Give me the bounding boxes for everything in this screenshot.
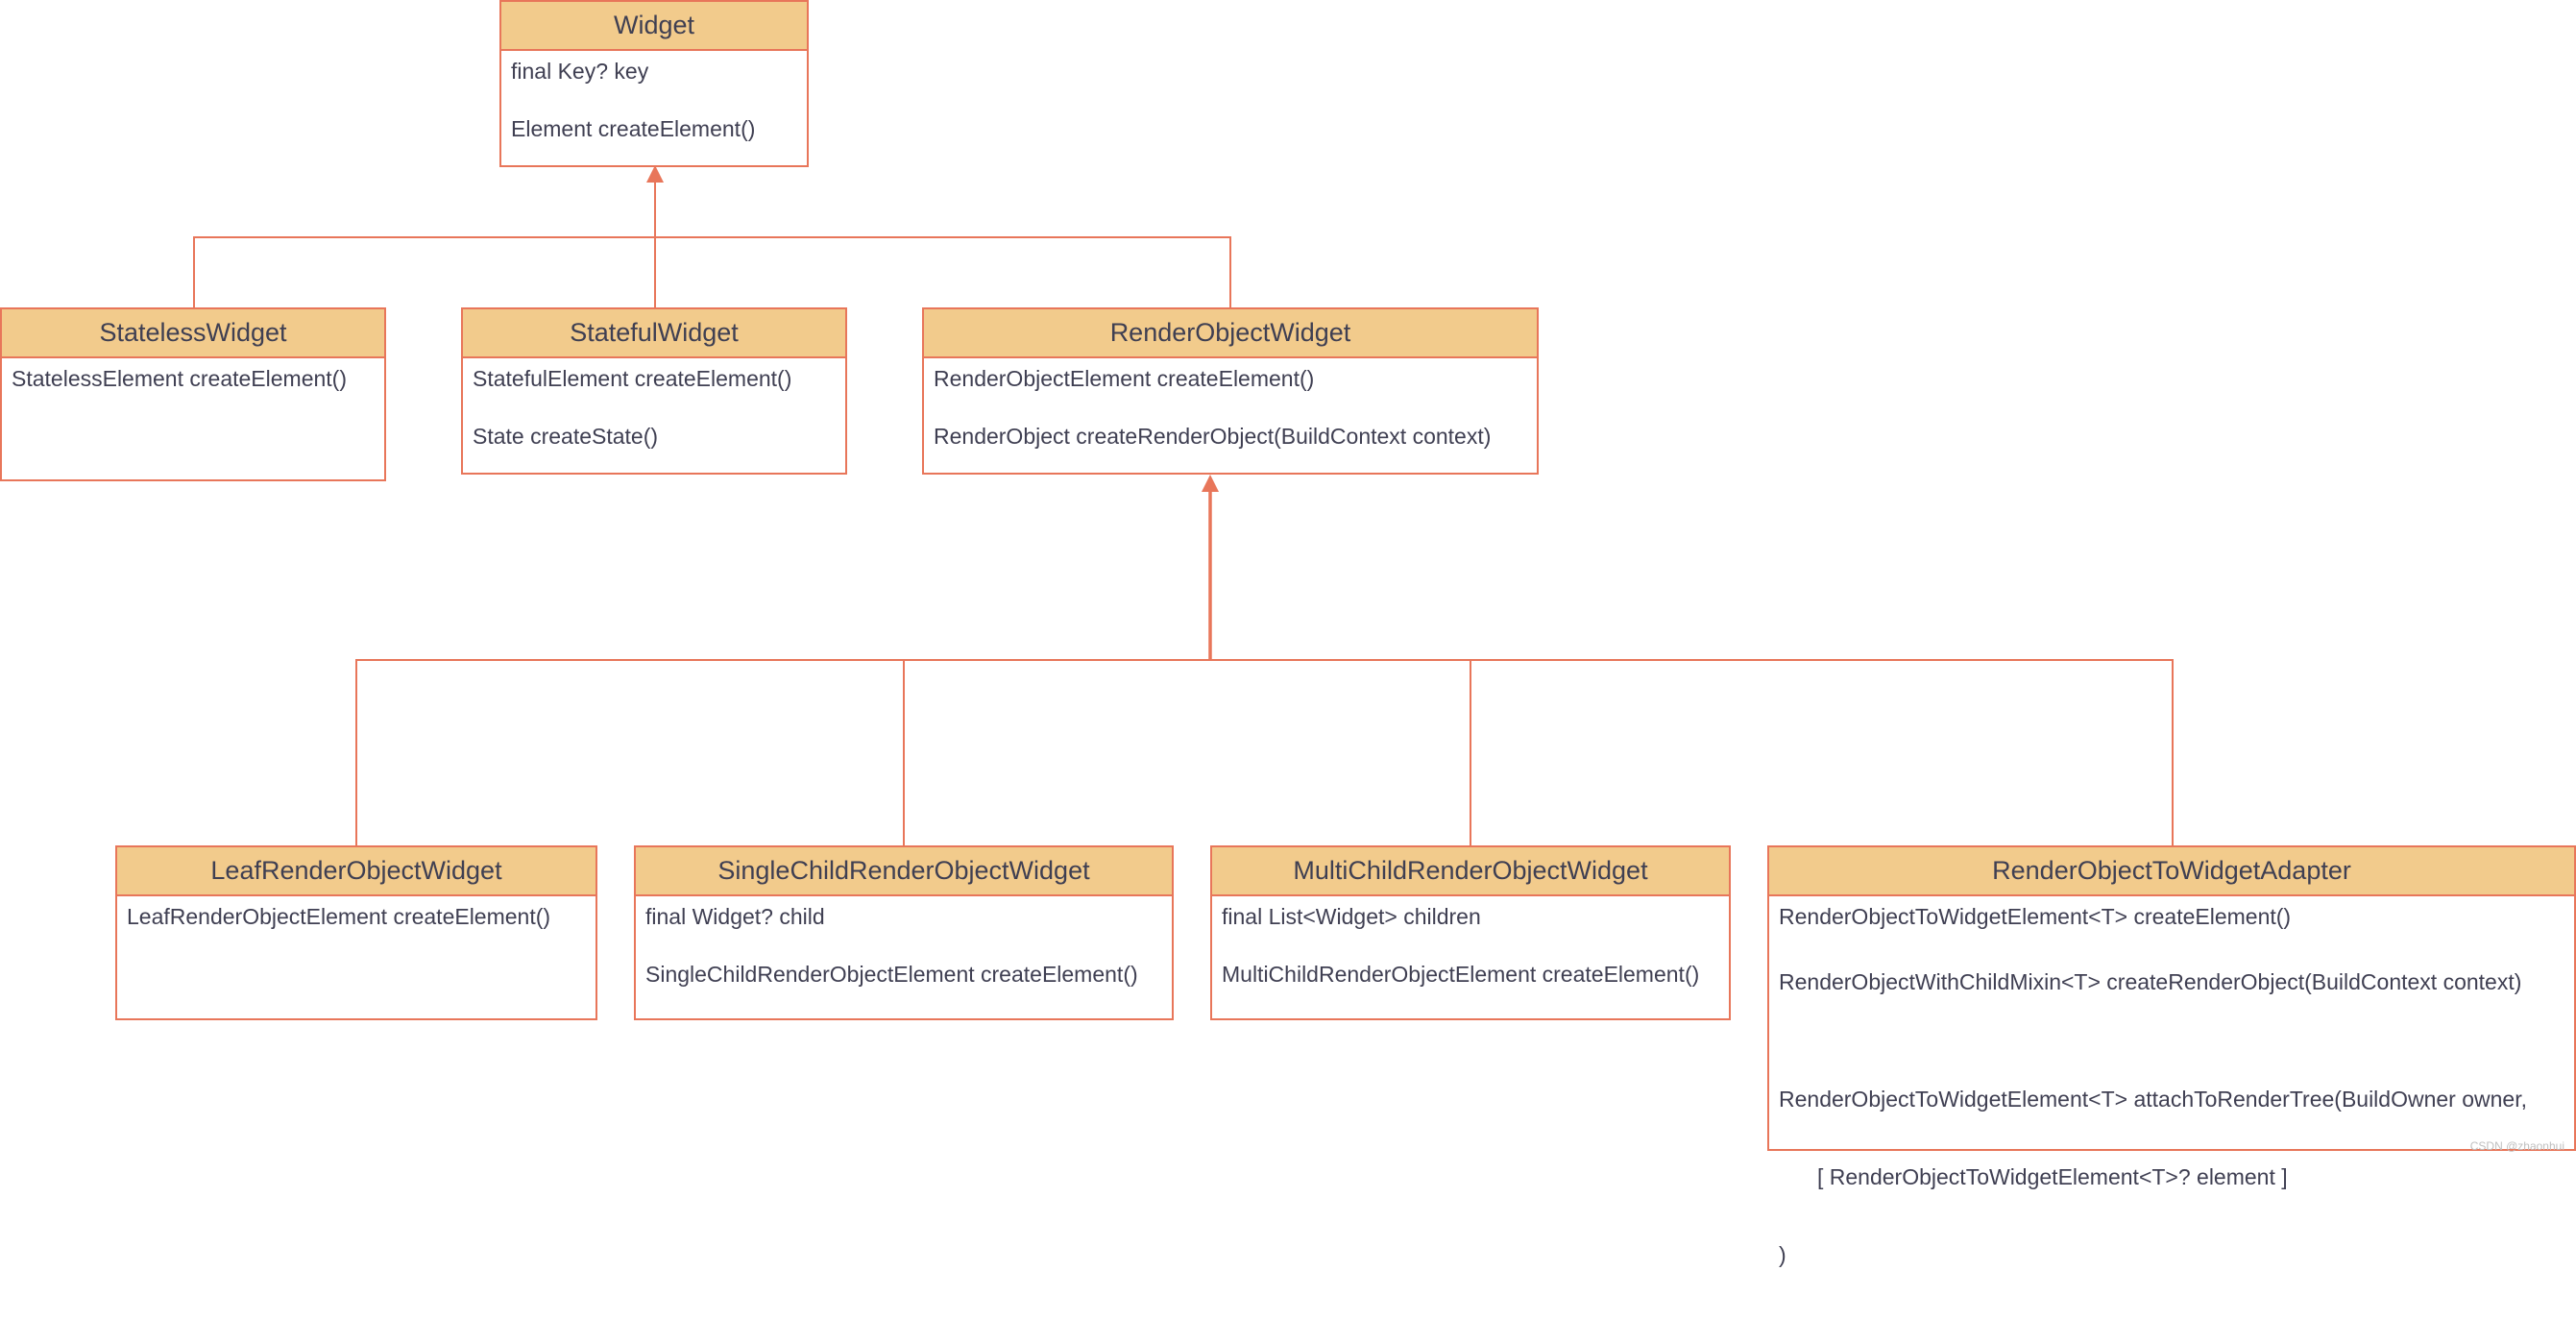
watermark: CSDN @zhaonhui [2469,1139,2564,1153]
inheritance-connectors [193,165,2174,847]
class-stateless-widget: StatelessWidget StatelessElement createE… [0,307,386,481]
class-name: MultiChildRenderObjectWidget [1212,847,1729,896]
arrowhead-renderobject [1202,475,1219,492]
class-multi-child-render-object-widget: MultiChildRenderObjectWidget final List<… [1210,845,1731,1020]
connector-leaf [355,659,1210,847]
class-render-object-widget: RenderObjectWidget RenderObjectElement c… [922,307,1539,475]
class-member: LeafRenderObjectElement createElement() [127,904,551,929]
class-name: StatelessWidget [2,309,384,358]
class-member: StatelessElement createElement() [12,366,347,391]
class-member: RenderObject createRenderObject(BuildCon… [934,424,1492,449]
class-name: Widget [501,2,807,51]
class-single-child-render-object-widget: SingleChildRenderObjectWidget final Widg… [634,845,1174,1020]
class-member: final Key? key [511,59,649,84]
class-member: State createState() [473,424,659,449]
class-member: StatefulElement createElement() [473,366,792,391]
class-member-attach-to-render-tree: RenderObjectToWidgetElement<T> attachToR… [1779,1035,2564,1320]
class-name: SingleChildRenderObjectWidget [636,847,1172,896]
connector-renderobject [655,236,1231,309]
connector-adapter [1210,659,2174,847]
class-member: final List<Widget> children [1222,904,1481,929]
class-leaf-render-object-widget: LeafRenderObjectWidget LeafRenderObjectE… [115,845,597,1020]
class-member: Element createElement() [511,116,756,141]
class-member: RenderObjectElement createElement() [934,366,1315,391]
class-member: SingleChildRenderObjectElement createEle… [645,962,1138,987]
class-name: LeafRenderObjectWidget [117,847,595,896]
class-member: final Widget? child [645,904,825,929]
method-closing-line: ) [1779,1242,1786,1267]
class-member: RenderObjectWithChildMixin<T> createRend… [1779,969,2522,994]
class-member: MultiChildRenderObjectElement createElem… [1222,962,1700,987]
class-stateful-widget: StatefulWidget StatefulElement createEle… [461,307,847,475]
class-name: RenderObjectWidget [924,309,1537,358]
method-parameter-line: [ RenderObjectToWidgetElement<T>? elemen… [1817,1164,2288,1189]
class-name: StatefulWidget [463,309,845,358]
class-name: RenderObjectToWidgetAdapter [1769,847,2574,896]
connector-stateless [193,236,655,309]
method-signature-line: RenderObjectToWidgetElement<T> attachToR… [1779,1087,2527,1112]
arrowhead-widget [646,165,664,183]
class-widget: Widget final Key? key Element createElem… [499,0,809,167]
class-member: RenderObjectToWidgetElement<T> createEle… [1779,904,2292,929]
class-render-object-to-widget-adapter: RenderObjectToWidgetAdapter RenderObject… [1767,845,2576,1267]
